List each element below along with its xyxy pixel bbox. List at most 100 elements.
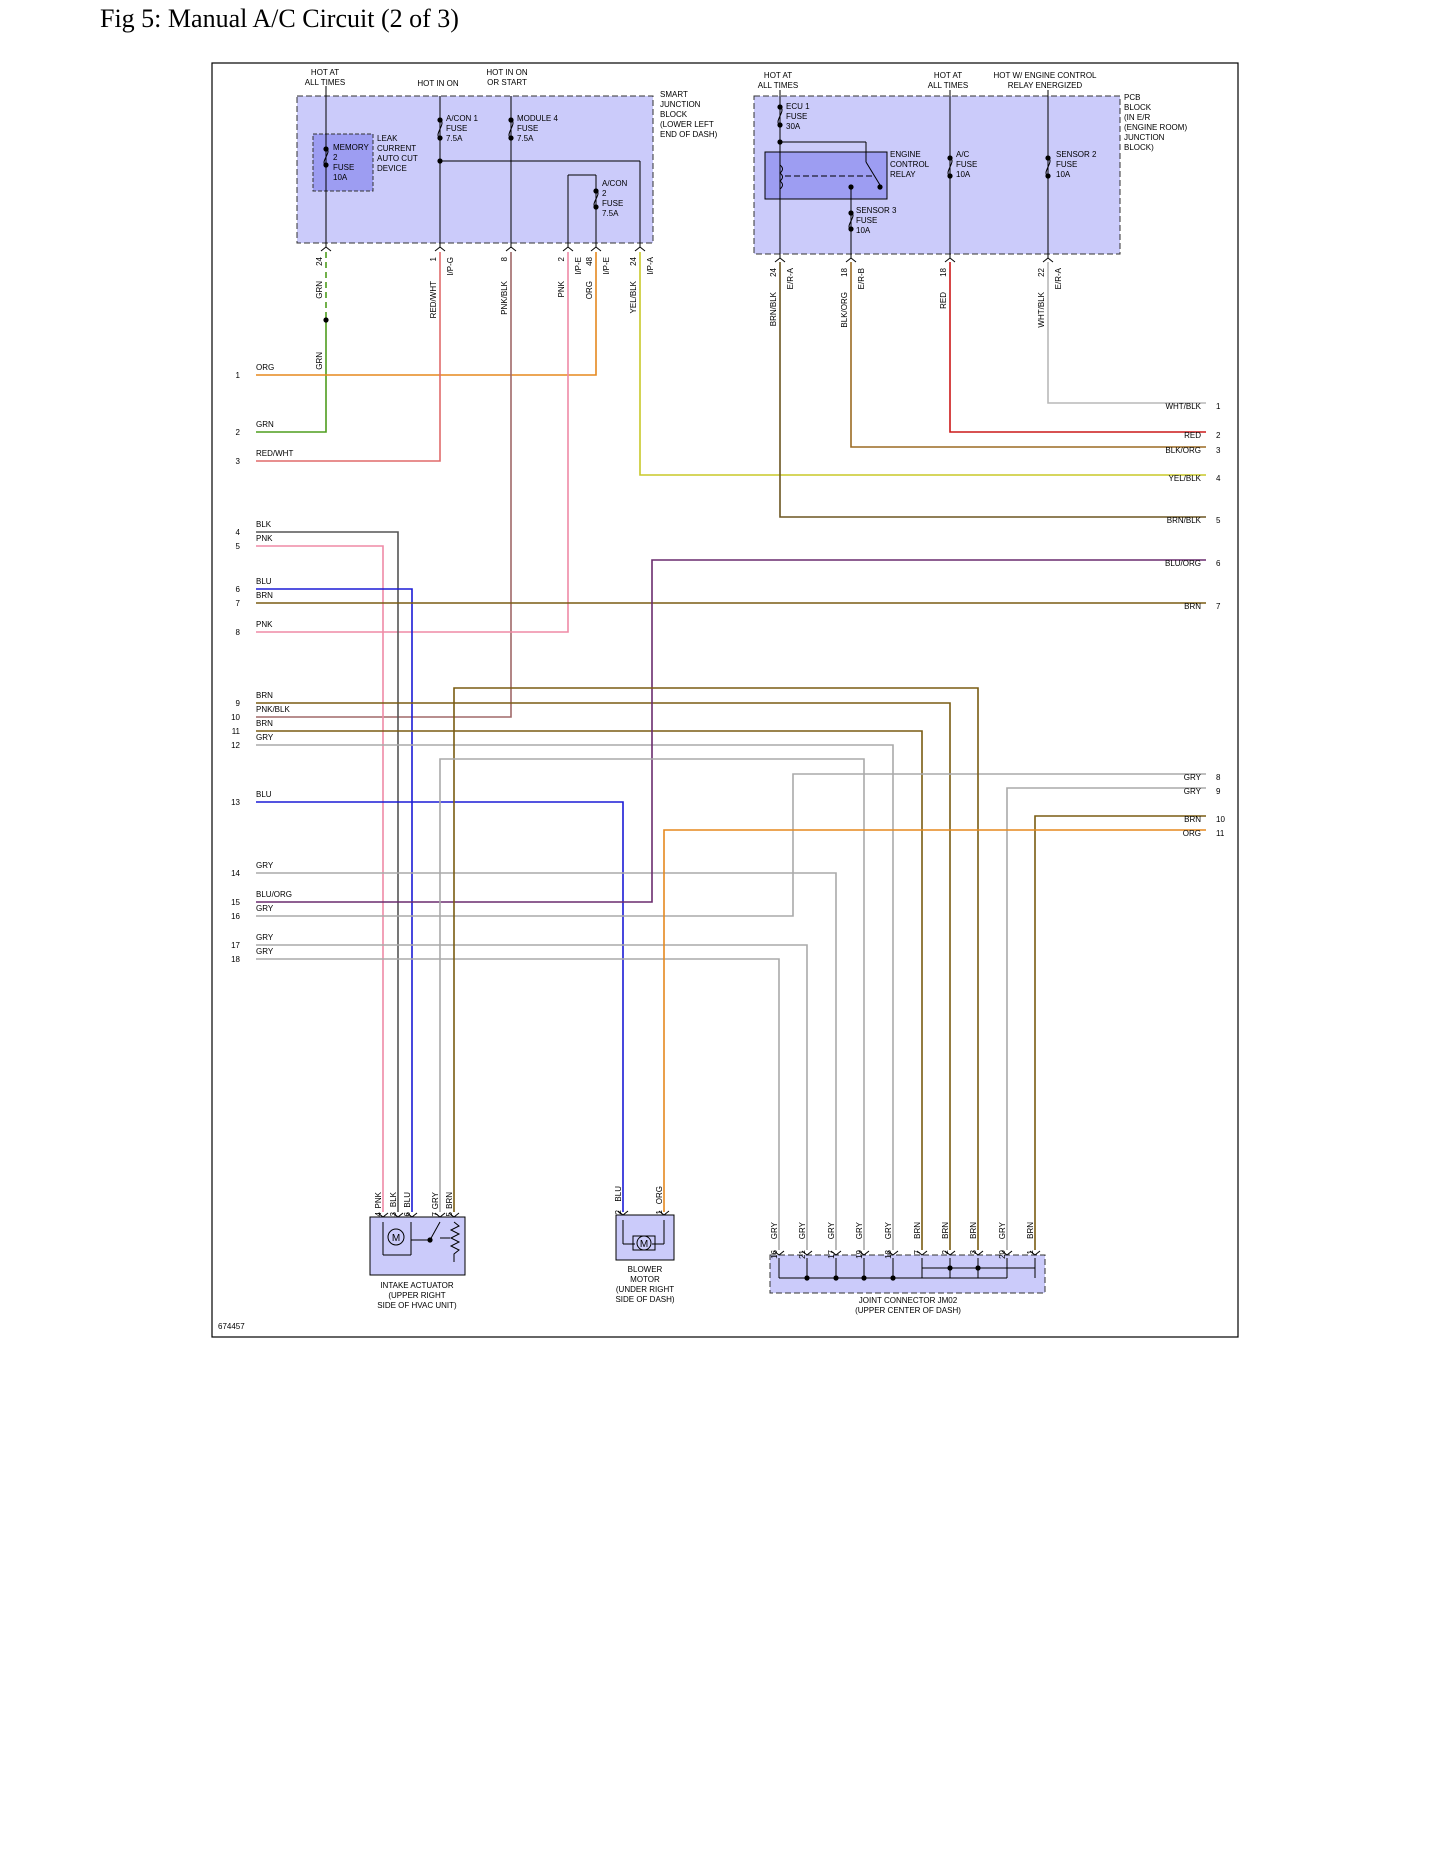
left-row-wire-color: BLU/ORG [256, 890, 292, 899]
top-pin-number: 2 [557, 256, 566, 261]
joint-pin [972, 1250, 984, 1256]
label: CURRENT [377, 144, 416, 153]
wire-brn-right10 [1034, 815, 1206, 1250]
fuse-blocks [296, 95, 1121, 255]
wire-gry-row18 [256, 958, 780, 1250]
wire-brn-row9 [256, 702, 951, 1250]
right-row-number: 8 [1216, 773, 1221, 782]
blower-motor-letter: M [640, 1239, 648, 1250]
page-title: Fig 5: Manual A/C Circuit (2 of 3) [100, 4, 459, 33]
devices [320, 86, 1054, 1294]
left-row-number: 12 [231, 741, 240, 750]
label: HOT IN ON [486, 68, 527, 77]
wire-gry-right9 [1006, 787, 1206, 1250]
joint-pin [1001, 1250, 1013, 1256]
label: OR START [487, 78, 527, 87]
label: ALL TIMES [305, 78, 345, 87]
top-pin [320, 246, 332, 252]
fuse-terminal [777, 122, 783, 128]
right-row-wire-color: BRN [1184, 815, 1201, 824]
joint-pin-number: 2 [941, 1249, 950, 1254]
top-pin [505, 246, 517, 252]
label: JUNCTION [660, 100, 701, 109]
joint-pin [1029, 1250, 1041, 1256]
right-row-wire-color: ORG [1183, 829, 1201, 838]
label: FUSE [333, 163, 354, 172]
label: (IN E/R [1124, 113, 1150, 122]
right-row-wire-color: BLK/ORG [1165, 446, 1201, 455]
left-row-number: 6 [236, 585, 241, 594]
wire-gry-intake [439, 758, 865, 1250]
wire-org-right11 [663, 829, 1206, 1212]
joint-pin [887, 1250, 899, 1256]
left-row-number: 18 [231, 955, 240, 964]
intake-pin-number: 4 [374, 1211, 383, 1216]
intake-pin-number: 3 [389, 1211, 398, 1216]
blower-pin-wire-color: BLU [614, 1186, 623, 1202]
splice-dot [861, 1275, 867, 1281]
top-pin-connector: I/P-A [646, 256, 655, 274]
label: HOT AT [934, 71, 962, 80]
label: FUSE [786, 112, 807, 121]
label: SENSOR 2 [1056, 150, 1097, 159]
joint-pin [944, 1250, 956, 1256]
left-row-wire-color: BRN [256, 591, 273, 600]
fuse-terminal [947, 173, 953, 179]
label: JOINT CONNECTOR JM02 [859, 1296, 958, 1305]
fuse-terminal [1045, 173, 1051, 179]
label: 30A [786, 122, 801, 131]
top-pin-connector: I/P-E [602, 257, 611, 275]
label: DEVICE [377, 164, 407, 173]
joint-pin-number: 7 [913, 1249, 922, 1254]
top-pin-wire-color: PNK/BLK [500, 280, 509, 314]
left-row-number: 7 [236, 599, 241, 608]
splice-dot [947, 1265, 953, 1271]
label: 10A [856, 226, 871, 235]
wire-org-row1 [256, 252, 597, 376]
top-pin-number: 8 [500, 256, 509, 261]
left-row-number: 8 [236, 628, 241, 637]
intake-actuator [369, 1216, 466, 1276]
top-pin-wire-color: ORG [585, 281, 594, 299]
top-pin-number: 24 [629, 256, 638, 265]
label: MODULE 4 [517, 114, 558, 123]
top-pin-wire-color: YEL/BLK [629, 280, 638, 313]
label: ENGINE [890, 150, 921, 159]
splice-dot [833, 1275, 839, 1281]
top-pin-number: 24 [769, 267, 778, 276]
left-row-wire-color: BRN [256, 691, 273, 700]
top-pin-wire-color: BLK/ORG [840, 292, 849, 328]
left-row-wire-color: PNK [256, 620, 273, 629]
top-pin-connector: E/R-A [786, 267, 795, 289]
label: FUSE [956, 160, 977, 169]
right-row-number: 6 [1216, 559, 1221, 568]
joint-pin-number: 16 [770, 1249, 779, 1258]
joint-pin-wire-color: GRY [884, 1221, 893, 1239]
label: HOT IN ON [417, 79, 458, 88]
fuse-terminal [593, 204, 599, 210]
label: (UPPER CENTER OF DASH) [855, 1306, 961, 1315]
relay-coil [779, 164, 783, 190]
intake-motor-letter: M [392, 1233, 400, 1244]
label: FUSE [517, 124, 538, 133]
top-pin-number: 1 [429, 256, 438, 261]
top-pin-number: 18 [939, 267, 948, 276]
relay-terminal [877, 184, 883, 190]
label: (ENGINE ROOM) [1124, 123, 1187, 132]
wire-gry-row14 [256, 872, 837, 1250]
top-pin-wire-color: WHT/BLK [1037, 291, 1046, 327]
joint-pin-number: 19 [855, 1249, 864, 1258]
wire-gry-row17 [256, 944, 808, 1250]
joint-pin-number: 18 [884, 1249, 893, 1258]
splice-dot [890, 1275, 896, 1281]
left-row-wire-color: PNK/BLK [256, 705, 290, 714]
fuse-terminal [777, 104, 783, 110]
label: A/CON 1 [446, 114, 479, 123]
intake-pin-number: 7 [431, 1211, 440, 1216]
left-row-number: 13 [231, 798, 240, 807]
intake-pin-wire-color: BRN [445, 1192, 454, 1209]
label: END OF DASH) [660, 130, 718, 139]
fuse-terminal [947, 155, 953, 161]
left-row-number: 2 [236, 428, 241, 437]
left-row-wire-color: PNK [256, 534, 273, 543]
